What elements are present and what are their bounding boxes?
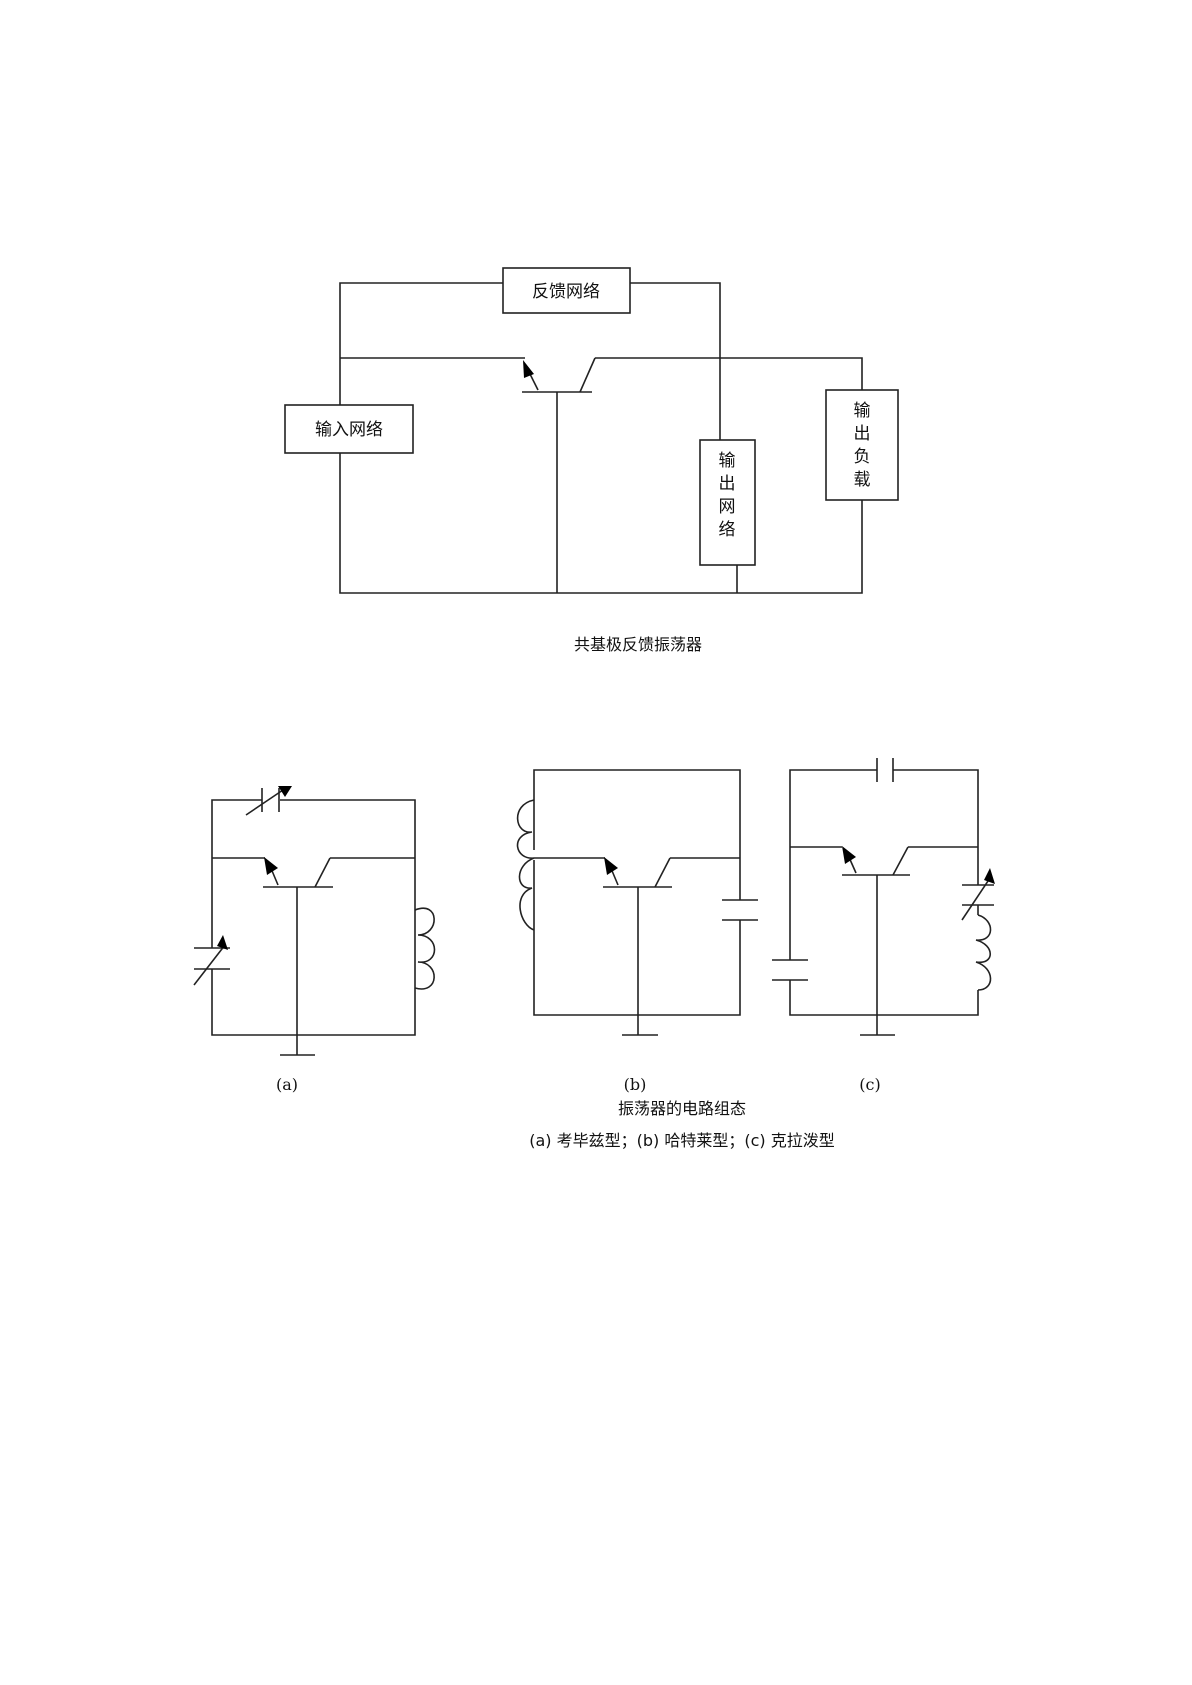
clapp-circuit: (c) <box>772 758 995 1094</box>
output-network-label: 出 <box>719 474 736 494</box>
inductor-symbol <box>975 914 992 991</box>
input-network-box: 输入网络 <box>284 404 414 454</box>
hartley-circuit: (b) <box>516 769 758 1094</box>
output-load-label: 输 <box>854 401 871 421</box>
feedback-network-box: 反馈网络 <box>502 267 631 314</box>
inductor-symbol <box>414 907 436 990</box>
figure2-subcaption: (a) 考毕兹型；(b) 哈特莱型；(c) 克拉泼型 <box>529 1131 834 1150</box>
transistor-symbol <box>522 357 596 593</box>
figure2-caption: 振荡器的电路组态 <box>618 1099 746 1118</box>
output-network-label: 络 <box>719 520 736 540</box>
inductor-symbol <box>516 799 535 931</box>
output-load-label: 载 <box>854 470 871 490</box>
label-a: (a) <box>276 1075 298 1094</box>
label-b: (b) <box>624 1075 647 1094</box>
colpitts-circuit: (a) <box>193 786 436 1094</box>
variable-capacitor-symbol <box>193 935 230 986</box>
output-network-label: 网 <box>719 497 736 517</box>
output-network-box: 输 出 网 络 <box>699 439 756 566</box>
label-c: (c) <box>859 1075 880 1094</box>
common-base-oscillator-diagram: 反馈网络 输入网络 输 出 网 络 输 出 负 载 共基极反馈振荡器 <box>284 267 899 654</box>
output-load-box: 输 出 负 载 <box>825 389 899 501</box>
output-network-label: 输 <box>719 451 736 471</box>
variable-capacitor-symbol <box>245 786 292 816</box>
variable-capacitor-symbol <box>961 868 995 921</box>
output-load-label: 出 <box>854 424 871 444</box>
figure1-caption: 共基极反馈振荡器 <box>574 635 702 654</box>
input-network-label: 输入网络 <box>315 420 383 440</box>
output-load-label: 负 <box>854 447 871 467</box>
feedback-network-label: 反馈网络 <box>532 282 600 302</box>
